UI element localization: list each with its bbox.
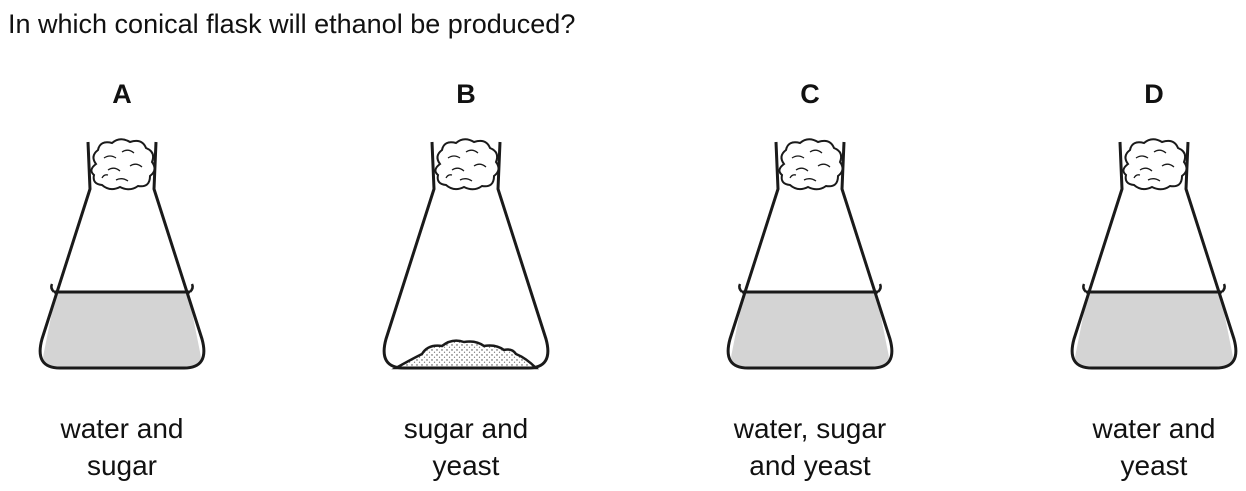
liquid-surface-left (50, 283, 55, 293)
liquid-surface-left (1082, 283, 1087, 293)
flask-outline (1070, 141, 1238, 370)
liquid-fill (43, 292, 201, 368)
caption-line: water and (1092, 413, 1216, 444)
conical-flask-icon (38, 138, 206, 370)
option-letter: C (800, 79, 820, 109)
cotton-wool-plug-icon (434, 138, 500, 191)
liquid-surface-right (189, 283, 194, 293)
caption-line: water and (60, 413, 184, 444)
liquid-fill (1075, 292, 1233, 368)
caption-line: and yeast (749, 450, 871, 481)
option-letter: A (112, 79, 132, 109)
cotton-wool-plug-icon (1122, 138, 1188, 191)
option-letter: D (1144, 79, 1164, 109)
conical-flask-icon (1070, 138, 1238, 370)
cotton-wool-plug-icon (90, 138, 156, 191)
option-letter: B (456, 79, 476, 109)
liquid-fill (731, 292, 889, 368)
option-caption: sugar and yeast (326, 410, 606, 484)
liquid-surface-left (738, 283, 743, 293)
option-a: A water and sugar (0, 72, 262, 487)
flask-outline (726, 141, 894, 370)
caption-line: water, sugar (733, 413, 887, 444)
option-d: D water and yeast (1014, 72, 1246, 487)
option-caption: water and yeast (1014, 410, 1246, 484)
cotton-wool-plug-icon (778, 138, 844, 191)
liquid-surface-right (1221, 283, 1226, 293)
option-caption: water and sugar (0, 410, 262, 484)
question-text: In which conical flask will ethanol be p… (8, 9, 576, 39)
caption-line: yeast (432, 450, 500, 481)
solid-sugar-yeast-heap (391, 339, 540, 370)
flask-outline (38, 141, 206, 370)
liquid-surface-right (877, 283, 882, 293)
flask-outline (382, 141, 550, 370)
option-b: B sugar and yeast (326, 72, 606, 487)
conical-flask-icon (726, 138, 894, 370)
conical-flask-icon (382, 138, 550, 370)
caption-line: sugar (86, 450, 158, 481)
caption-line: yeast (1120, 450, 1188, 481)
option-c: C water, sugar and yeast (670, 72, 950, 487)
caption-line: sugar and (403, 413, 529, 444)
option-caption: water, sugar and yeast (670, 410, 950, 484)
